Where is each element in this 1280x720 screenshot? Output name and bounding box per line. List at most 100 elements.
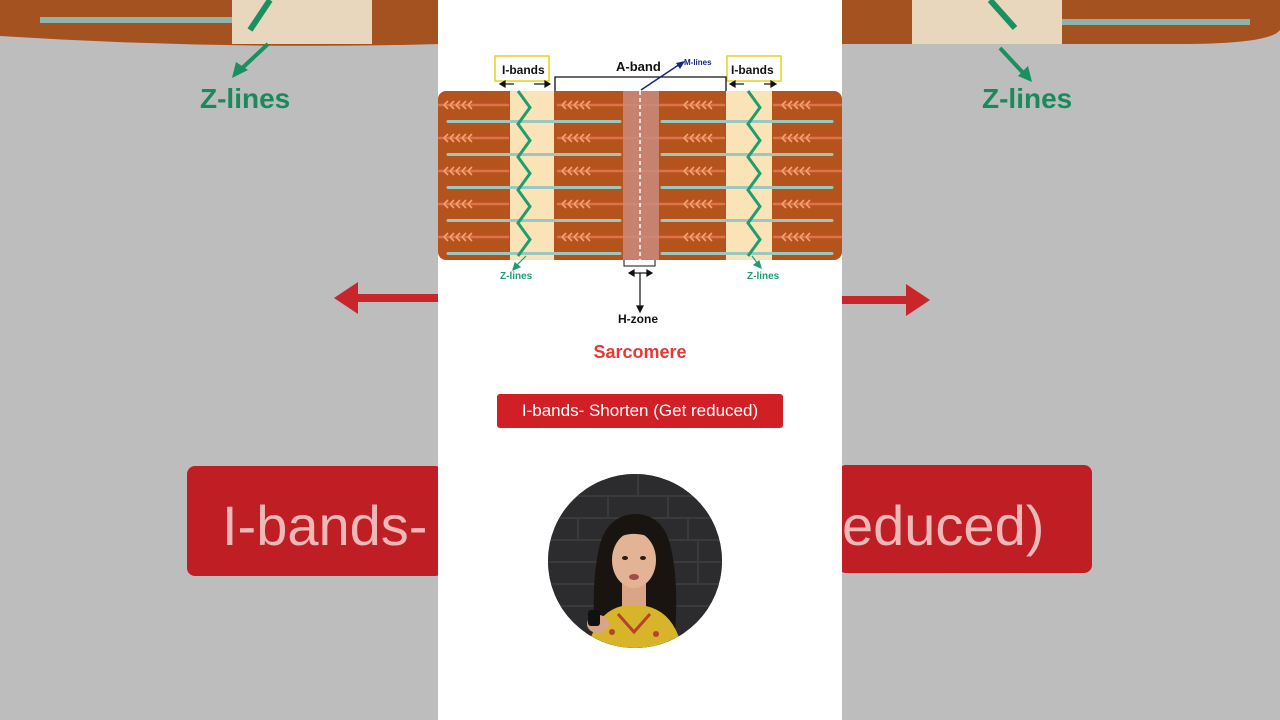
myosin-head [799,166,805,176]
myosin-head [579,232,585,242]
myosin-head [579,100,585,110]
presenter-avatar [548,474,722,648]
myosin-head [799,232,805,242]
h-zone-arrows [627,268,654,314]
myosin-head [449,133,455,143]
myosin-head [689,100,695,110]
myosin-head [689,133,695,143]
a-band-bracket [554,76,727,91]
myosin-head [461,199,467,209]
bg-caption-left: I-bands- [222,494,427,557]
bg-caption-right: educed) [842,494,1044,557]
myosin-head [787,232,793,242]
myosin-head [805,133,811,143]
bg-zlines-left: Z-lines [200,83,290,114]
myosin-head [573,232,579,242]
myosin-head [781,133,787,143]
myosin-head [573,133,579,143]
myosin-head [443,133,449,143]
m-lines-label: M-lines [684,58,712,67]
myosin-head [443,232,449,242]
myosin-head [567,232,573,242]
myosin-head [561,232,567,242]
myosin-head [573,166,579,176]
myosin-head [449,166,455,176]
z-line-right [746,90,762,257]
myosin-head [443,166,449,176]
myosin-head [461,232,467,242]
myosin-head [467,199,473,209]
myosin-head [793,100,799,110]
z-line-left [516,90,532,257]
myosin-head [467,166,473,176]
myosin-head [695,100,701,110]
myosin-head [567,166,573,176]
myosin-head [781,166,787,176]
myosin-head [585,166,591,176]
myosin-head [695,133,701,143]
myosin-head [701,133,707,143]
myosin-head [455,232,461,242]
bg-zlines-right: Z-lines [982,83,1072,114]
h-zone-label: H-zone [618,312,658,326]
a-band-label: A-band [616,59,661,74]
myosin-head [805,232,811,242]
myosin-head [567,133,573,143]
myosin-head [793,199,799,209]
myosin-head [781,100,787,110]
myosin-head [683,199,689,209]
myosin-head [455,100,461,110]
myosin-head [787,166,793,176]
caption-banner: I-bands- Shorten (Get reduced) [497,394,783,428]
myosin-head [799,133,805,143]
myosin-head [683,232,689,242]
m-lines-arrow [640,63,681,91]
myosin-head [695,199,701,209]
myosin-head [573,100,579,110]
myosin-head [707,199,713,209]
myosin-head [561,166,567,176]
myosin-head [683,100,689,110]
video-panel: I-bands I-bands A-band M-lines Z-lines Z… [438,0,842,720]
h-zone-bracket [623,260,656,267]
myosin-head [701,199,707,209]
myosin-head [787,199,793,209]
myosin-head [701,100,707,110]
myosin-head [455,199,461,209]
myosin-head [449,100,455,110]
myosin-head [561,133,567,143]
myosin-head [683,166,689,176]
myosin-head [707,232,713,242]
myosin-head [561,100,567,110]
myosin-head [585,232,591,242]
myosin-head [467,100,473,110]
myosin-head [443,100,449,110]
myosin-head [695,166,701,176]
myosin-head [805,199,811,209]
myosin-head [579,133,585,143]
myosin-head [793,133,799,143]
myosin-head [443,199,449,209]
myosin-head [707,100,713,110]
myosin-head [683,133,689,143]
sarcomere-label: Sarcomere [593,342,687,362]
myosin-head [455,166,461,176]
i-band-arrows [498,79,778,89]
myosin-head [695,232,701,242]
myosin-head [467,232,473,242]
z-line-pointers [512,255,762,272]
presenter-illustration [548,474,722,648]
myosin-head [689,199,695,209]
myosin-head [579,199,585,209]
myosin-head [689,166,695,176]
caption-text: I-bands- Shorten (Get reduced) [521,401,759,420]
myosin-head [461,100,467,110]
myosin-head [689,232,695,242]
myosin-head [805,166,811,176]
myosin-head [805,100,811,110]
i-bands-label-left: I-bands [502,63,545,77]
myosin-head [787,100,793,110]
myosin-head [585,133,591,143]
i-bands-box-left [494,55,550,82]
myosin-head [793,232,799,242]
